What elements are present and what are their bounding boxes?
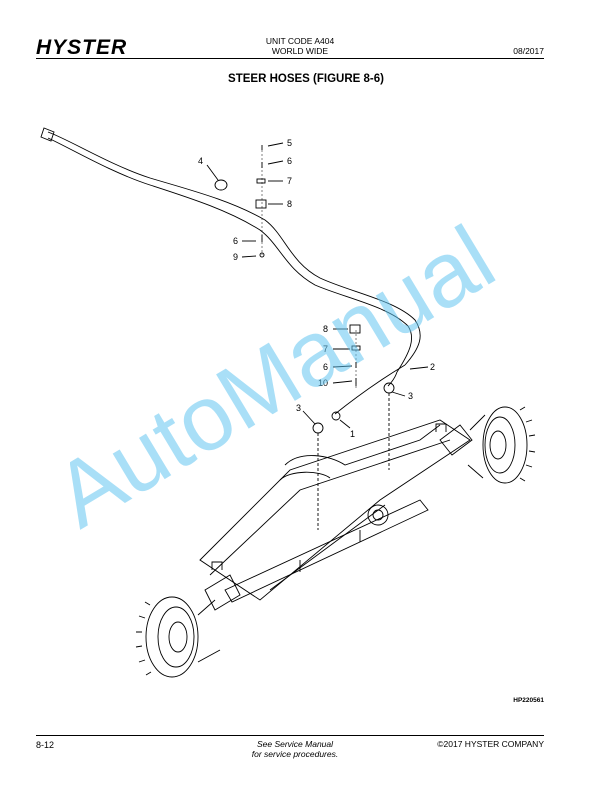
hose-fitting-left: [40, 127, 55, 142]
callout-7-b: 7: [323, 344, 328, 354]
nut-9: [259, 252, 265, 258]
hose-to-fitting-3: [387, 371, 398, 387]
copyright: ©2017 HYSTER COMPANY: [437, 739, 544, 749]
callout-5: 5: [287, 138, 292, 148]
brand-logo: HYSTER: [36, 36, 128, 59]
fitting-1: [331, 411, 341, 421]
steer-hose-lower: [47, 137, 412, 373]
header-date: 08/2017: [513, 46, 544, 56]
clamp-8-lower: [349, 324, 361, 334]
steer-axle: [135, 406, 536, 678]
cap-part-4: [214, 179, 228, 191]
callout-6-b: 6: [233, 236, 238, 246]
callout-3-right: 3: [408, 391, 413, 401]
callout-6-c: 6: [323, 362, 328, 372]
callout-3-left: 3: [296, 403, 301, 413]
figure-id: HP220561: [513, 697, 544, 704]
callout-8-b: 8: [323, 324, 328, 334]
callout-1: 1: [350, 429, 355, 439]
callout-2: 2: [430, 362, 435, 372]
callout-7-a: 7: [287, 176, 292, 186]
region: WORLD WIDE: [271, 46, 329, 56]
footer-note-line2: for service procedures.: [251, 749, 339, 759]
page-title: STEER HOSES (FIGURE 8-6): [228, 73, 384, 85]
footer-note-line1: See Service Manual: [256, 739, 334, 749]
clamp-8-upper: [255, 199, 267, 209]
callout-6-a: 6: [287, 156, 292, 166]
hose-to-fitting-1: [334, 364, 406, 415]
page-number: 8-12: [36, 740, 55, 750]
washer-7-upper: [256, 178, 266, 184]
steer-hose-upper: [47, 131, 421, 366]
callout-10: 10: [318, 378, 328, 388]
footer-rule: [36, 735, 544, 736]
header-center: UNIT CODE A404 WORLD WIDE: [240, 36, 360, 56]
callout-9: 9: [233, 252, 238, 262]
header-rule: [36, 58, 544, 59]
callout-8-a: 8: [287, 199, 292, 209]
unit-code: UNIT CODE A404: [265, 36, 335, 46]
fitting-3-left: [312, 422, 324, 434]
callout-4: 4: [198, 156, 203, 166]
footer-note: See Service Manual for service procedure…: [220, 739, 370, 759]
